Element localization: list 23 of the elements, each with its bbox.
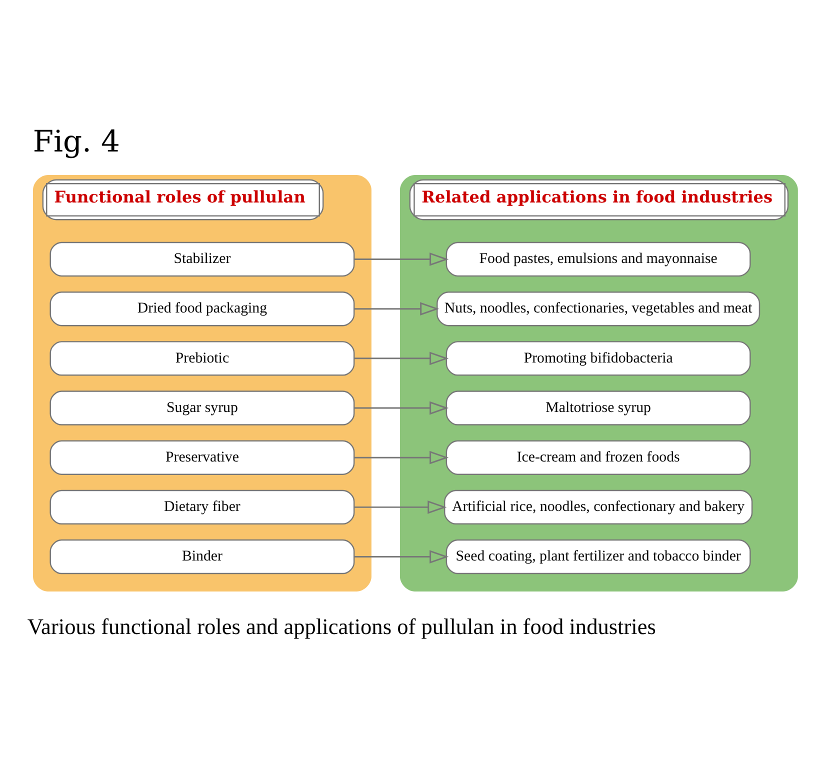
arrow xyxy=(354,400,449,414)
arrow xyxy=(354,450,449,464)
diagram-title: Fig. 4 xyxy=(32,124,120,160)
node-box: Stabilizer xyxy=(50,241,355,276)
node-box: Sugar syrup xyxy=(50,390,355,425)
node-box: Ice-cream and frozen foods xyxy=(446,440,751,474)
node-box: Prebiotic xyxy=(50,340,355,376)
arrow xyxy=(354,500,447,514)
arrow xyxy=(354,302,440,316)
node-box: Nuts, noodles, confectionaries, vegetables and meat xyxy=(436,290,760,326)
node-box: Maltotriose syrup xyxy=(446,390,751,425)
node-box: Dried food packaging xyxy=(50,290,355,326)
arrow xyxy=(354,351,449,365)
node-box: Food pastes, emulsions and mayonnaise xyxy=(446,241,751,276)
node-box: Binder xyxy=(50,538,355,574)
node-box: Artificial rice, noodles, confectionary and bakery xyxy=(444,489,753,524)
arrow xyxy=(354,252,449,266)
node-box: Promoting bifidobacteria xyxy=(446,340,751,376)
arrow xyxy=(354,550,449,563)
node-box: Seed coating, plant fertilizer and tobacco binder xyxy=(446,538,751,574)
node-box: Preservative xyxy=(50,440,355,474)
caption: Various functional roles and applications of pullulan in food industries xyxy=(27,614,656,639)
node-box: Dietary fiber xyxy=(50,489,355,524)
